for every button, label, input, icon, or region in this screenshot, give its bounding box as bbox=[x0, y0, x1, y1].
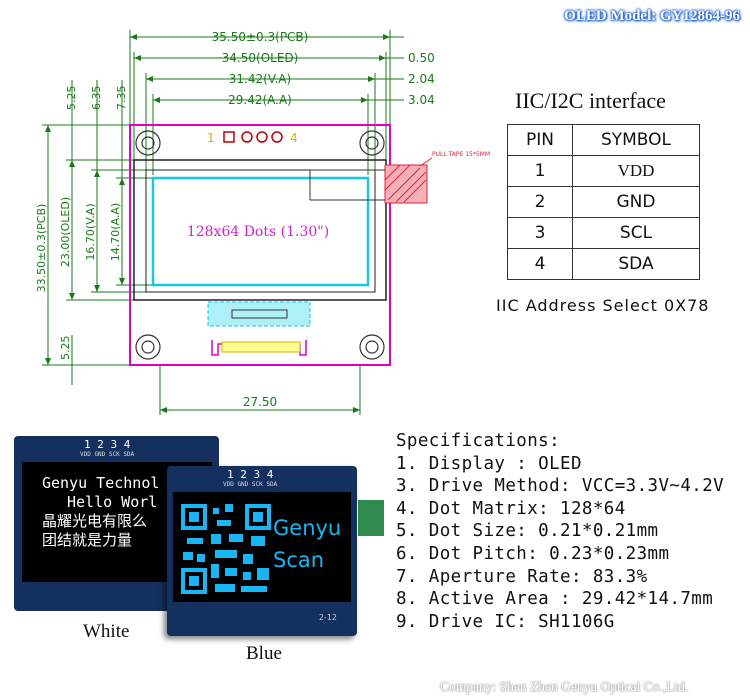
dim-oled-width: 34.50(OLED) bbox=[222, 51, 299, 65]
table-header-row: PIN SYMBOL bbox=[507, 124, 700, 156]
module-pin-names: VDD GND SCK SDA bbox=[80, 451, 135, 458]
white-line: Hello Worl bbox=[67, 493, 158, 511]
specifications: Specifications: 1. Display : OLED 3. Dri… bbox=[396, 430, 724, 633]
pin-symbol: SCL bbox=[572, 217, 700, 249]
spec-item: 3. Drive Method: VCC=3.3V~4.2V bbox=[396, 476, 725, 497]
table-row: 3 SCL bbox=[507, 217, 700, 249]
active-area-outline bbox=[151, 176, 370, 287]
fpc-area bbox=[207, 301, 311, 327]
pull-tape bbox=[384, 164, 428, 204]
spec-item: 7. Aperture Rate: 83.3% bbox=[396, 566, 648, 587]
table-row: 2 GND bbox=[507, 186, 700, 218]
pin-symbol: SDA bbox=[572, 248, 700, 280]
spec-item: 8. Active Area : 29.42*14.7mm bbox=[396, 589, 714, 610]
module-pin-numbers: 1 2 3 4 bbox=[227, 468, 274, 481]
interface-title: IIC/I2C interface bbox=[515, 88, 666, 113]
dim-va-height: 16.70(V.A) bbox=[84, 203, 97, 260]
header-symbol: SYMBOL bbox=[572, 124, 700, 156]
dim-top-525: 5.25 bbox=[65, 86, 78, 111]
pin-number: 2 bbox=[507, 186, 573, 218]
dim-aa-width: 29.42(A.A) bbox=[228, 93, 292, 107]
header-pin: PIN bbox=[507, 124, 573, 156]
white-line: 晶耀光电有限么 bbox=[42, 512, 148, 530]
module-pin-numbers: 1 2 3 4 bbox=[84, 438, 131, 451]
oled-outline bbox=[133, 159, 387, 301]
blue-oled-module: 1 2 3 4 VDD GND SCK SDA Genyu Scan bbox=[167, 466, 357, 636]
dim-top-735: 7.35 bbox=[115, 86, 128, 111]
pin-number: 4 bbox=[507, 248, 573, 280]
dim-offset-204: 2.04 bbox=[408, 72, 435, 86]
spec-item: 9. Drive IC: SH1106G bbox=[396, 611, 615, 632]
pin-number: 3 bbox=[507, 217, 573, 249]
dim-hole-span: 27.50 bbox=[243, 395, 277, 409]
pull-tape-label: PULL TAPE 15*5MM bbox=[432, 151, 490, 158]
dim-pcb-height: 33.50±0.3(PCB) bbox=[35, 204, 48, 293]
pin-table: PIN SYMBOL 1 VDD 2 GND 3 SCL 4 SDA bbox=[507, 124, 700, 280]
qr-code-image bbox=[181, 504, 271, 594]
pcb-outline bbox=[129, 124, 391, 366]
blue-line: Genyu bbox=[273, 516, 342, 540]
blue-line: Scan bbox=[273, 548, 325, 572]
board-code: 2-12 bbox=[318, 613, 337, 622]
dim-aa-height: 14.70(A.A) bbox=[109, 203, 122, 261]
blue-screen: Genyu Scan bbox=[173, 492, 351, 602]
iic-address: IIC Address Select 0X78 bbox=[496, 296, 710, 315]
dim-offset-050: 0.50 bbox=[408, 51, 435, 65]
green-tab bbox=[358, 500, 384, 536]
company-footer: Company: Shen Zhen Genyu Optical Co.,Ltd… bbox=[440, 679, 689, 694]
dim-va-width: 31.42(V.A) bbox=[229, 72, 291, 86]
pin1-label: 1 bbox=[207, 131, 215, 145]
dim-top-635: 6.35 bbox=[90, 86, 103, 111]
module-pin-names: VDD GND SCK SDA bbox=[223, 481, 278, 488]
screen-label: 128x64 Dots (1.30") bbox=[187, 224, 329, 240]
spec-item: 5. Dot Size: 0.21*0.21mm bbox=[396, 521, 659, 542]
white-line: 团结就是力量 bbox=[42, 531, 133, 549]
mechanical-drawing: 35.50±0.3(PCB) 34.50(OLED) 31.42(V.A) 29… bbox=[35, 30, 490, 415]
visible-area-outline bbox=[145, 169, 376, 293]
dim-oled-height: 23.00(OLED) bbox=[59, 197, 72, 267]
model-title: OLED Model: GY12864-96 bbox=[564, 8, 740, 24]
table-row: 1 VDD bbox=[507, 155, 700, 187]
pin-header bbox=[223, 131, 283, 143]
spec-item: 1. Display : OLED bbox=[396, 453, 582, 474]
dim-bottom-525: 5.25 bbox=[59, 336, 72, 361]
white-caption: White bbox=[83, 621, 130, 642]
pin4-label: 4 bbox=[290, 131, 298, 145]
blue-caption: Blue bbox=[246, 643, 282, 664]
dim-pcb-width: 35.50±0.3(PCB) bbox=[212, 30, 309, 44]
dim-offset-304: 3.04 bbox=[408, 93, 435, 107]
spec-item: 4. Dot Matrix: 128*64 bbox=[396, 498, 626, 519]
pin-number: 1 bbox=[507, 155, 573, 187]
pin-symbol: VDD bbox=[572, 155, 700, 187]
spec-item: 6. Dot Pitch: 0.23*0.23mm bbox=[396, 543, 670, 564]
white-line: Genyu Technol bbox=[42, 474, 160, 492]
pin-symbol: GND bbox=[572, 186, 700, 218]
spec-title: Specifications: bbox=[396, 431, 561, 451]
table-row: 4 SDA bbox=[507, 248, 700, 280]
